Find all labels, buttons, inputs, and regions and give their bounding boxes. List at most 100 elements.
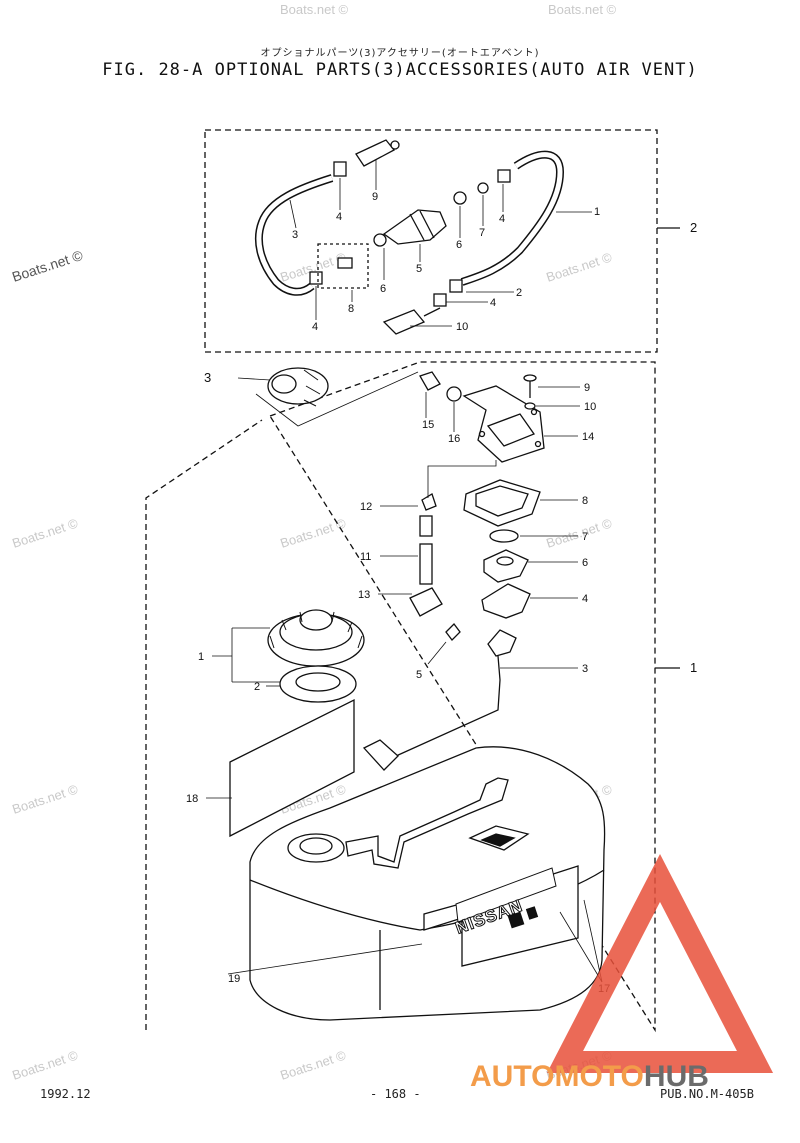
tube-link-line: [427, 460, 497, 498]
bracket-leader: [231, 627, 280, 683]
check-valve: [373, 233, 387, 247]
primer-bulb: [382, 209, 447, 245]
tube-base: [409, 587, 443, 617]
gasket-inner: [475, 485, 529, 517]
callout-2: 2: [516, 287, 522, 299]
watermark: Boats.net ©: [278, 1047, 348, 1082]
watermark: Boats.net ©: [280, 2, 349, 17]
hose-clamp: [449, 279, 463, 293]
fuel-cap-grip: [269, 611, 363, 649]
vent-washer: [524, 402, 536, 410]
callout-3: 3: [292, 229, 298, 241]
watermark: Boats.net ©: [10, 515, 80, 550]
callout-4: 4: [312, 321, 318, 333]
callout-4: 4: [336, 211, 342, 223]
callout-3: 3: [582, 663, 588, 675]
screw-hole: [530, 408, 538, 416]
joint-kit-box: [317, 243, 369, 289]
o-ring: [489, 529, 519, 543]
watermark: Boats.net ©: [10, 247, 85, 285]
callout-4: 4: [582, 593, 588, 605]
callout-4: 4: [490, 297, 496, 309]
callout-8: 8: [582, 495, 588, 507]
leader-line: [237, 377, 271, 381]
callout-15: 15: [422, 419, 434, 431]
callout-7: 7: [582, 531, 588, 543]
hose-fitting: [421, 493, 437, 511]
hose-clamp: [433, 293, 447, 307]
watermark: Boats.net ©: [548, 2, 617, 17]
leader-line: [227, 943, 423, 975]
callout-1-group: 1: [690, 660, 697, 675]
watermark: Boats.net ©: [10, 781, 80, 816]
vent-housing-window: [486, 413, 536, 447]
connector-engine-side: [355, 139, 395, 167]
vent-screw-head: [523, 374, 537, 382]
screw-hole: [478, 430, 486, 438]
adapter-phantom-line: [255, 371, 419, 427]
footer-publication-number: PUB.NO.M-405B: [660, 1087, 754, 1101]
watermark: Boats.net ©: [10, 1047, 80, 1082]
callout-18: 18: [186, 793, 198, 805]
fuel-hose-left-inner: [256, 175, 333, 295]
japanese-title: オプショナルパーツ(3)アクセサリー(オートエアベント): [260, 48, 540, 59]
vent-o-ring: [446, 386, 462, 402]
logo-word-a: AUTOMOTO: [470, 1060, 644, 1093]
primer-bulb-rib: [409, 213, 425, 241]
callout-10: 10: [456, 321, 468, 333]
watermark: Boats.net ©: [278, 515, 348, 550]
callout-14: 14: [582, 431, 594, 443]
decal-icon: [507, 911, 525, 929]
automotohub-logo-text: AUTOMOTOHUB: [470, 1060, 709, 1094]
connector-tank-side: [382, 309, 426, 335]
tank-filler-neck-inner: [299, 837, 333, 855]
leader-line: [289, 199, 297, 229]
fuel-tank-group: [145, 361, 680, 1033]
callout-1: 1: [594, 206, 600, 218]
figure-title: FIG. 28-A OPTIONAL PARTS(3)ACCESSORIES(A…: [102, 60, 698, 80]
cap-gasket: [279, 665, 357, 703]
vent-valve: [483, 549, 529, 583]
logo-triangle: [546, 854, 774, 1073]
callout-4: 4: [499, 213, 505, 225]
callout-5: 5: [416, 669, 422, 681]
footer-page-number: - 168 -: [370, 1087, 421, 1101]
tank-vent-port-hole: [480, 833, 516, 847]
callout-2: 2: [254, 681, 260, 693]
callout-16: 16: [448, 433, 460, 445]
callout-7: 7: [479, 227, 485, 239]
decal-icon: [525, 906, 539, 920]
callout-2-group: 2: [690, 220, 697, 235]
callout-1: 1: [198, 651, 204, 663]
leader-line: [559, 899, 603, 983]
tank-adapter-thread: [303, 369, 321, 407]
callout-11: 11: [360, 551, 371, 563]
tank-filler-neck: [287, 833, 345, 863]
float-arm-bracket: [487, 629, 517, 657]
connector-stem: [423, 307, 441, 317]
vent-housing: [462, 385, 545, 463]
automotohub-logo-mark: [546, 854, 774, 1073]
callout-6: 6: [380, 283, 386, 295]
connector-tip: [390, 140, 400, 150]
callout-12: 12: [360, 501, 372, 513]
callout-6: 6: [456, 239, 462, 251]
footer-date: 1992.12: [40, 1087, 91, 1101]
screw-hole: [534, 440, 542, 448]
float: [362, 739, 399, 771]
fuel-cap-knob: [299, 609, 333, 631]
vent-valve-port: [496, 556, 514, 566]
instruction-label: [229, 698, 355, 838]
tube-lower: [419, 543, 433, 585]
hose-assembly-callouts: 9 4 3 6 7 4 1 2 5 6 8 4 2 4 10: [292, 191, 697, 333]
tube-upper: [419, 515, 433, 537]
callout-19: 19: [228, 973, 240, 985]
logo-word-b: HUB: [643, 1060, 709, 1093]
cap-gasket-inner: [295, 672, 341, 692]
float-arm-rod: [395, 655, 501, 757]
fuel-hose-right-inner: [461, 152, 563, 285]
watermark: Boats.net ©: [544, 515, 614, 550]
callout-6: 6: [582, 557, 588, 569]
callout-8: 8: [348, 303, 354, 315]
